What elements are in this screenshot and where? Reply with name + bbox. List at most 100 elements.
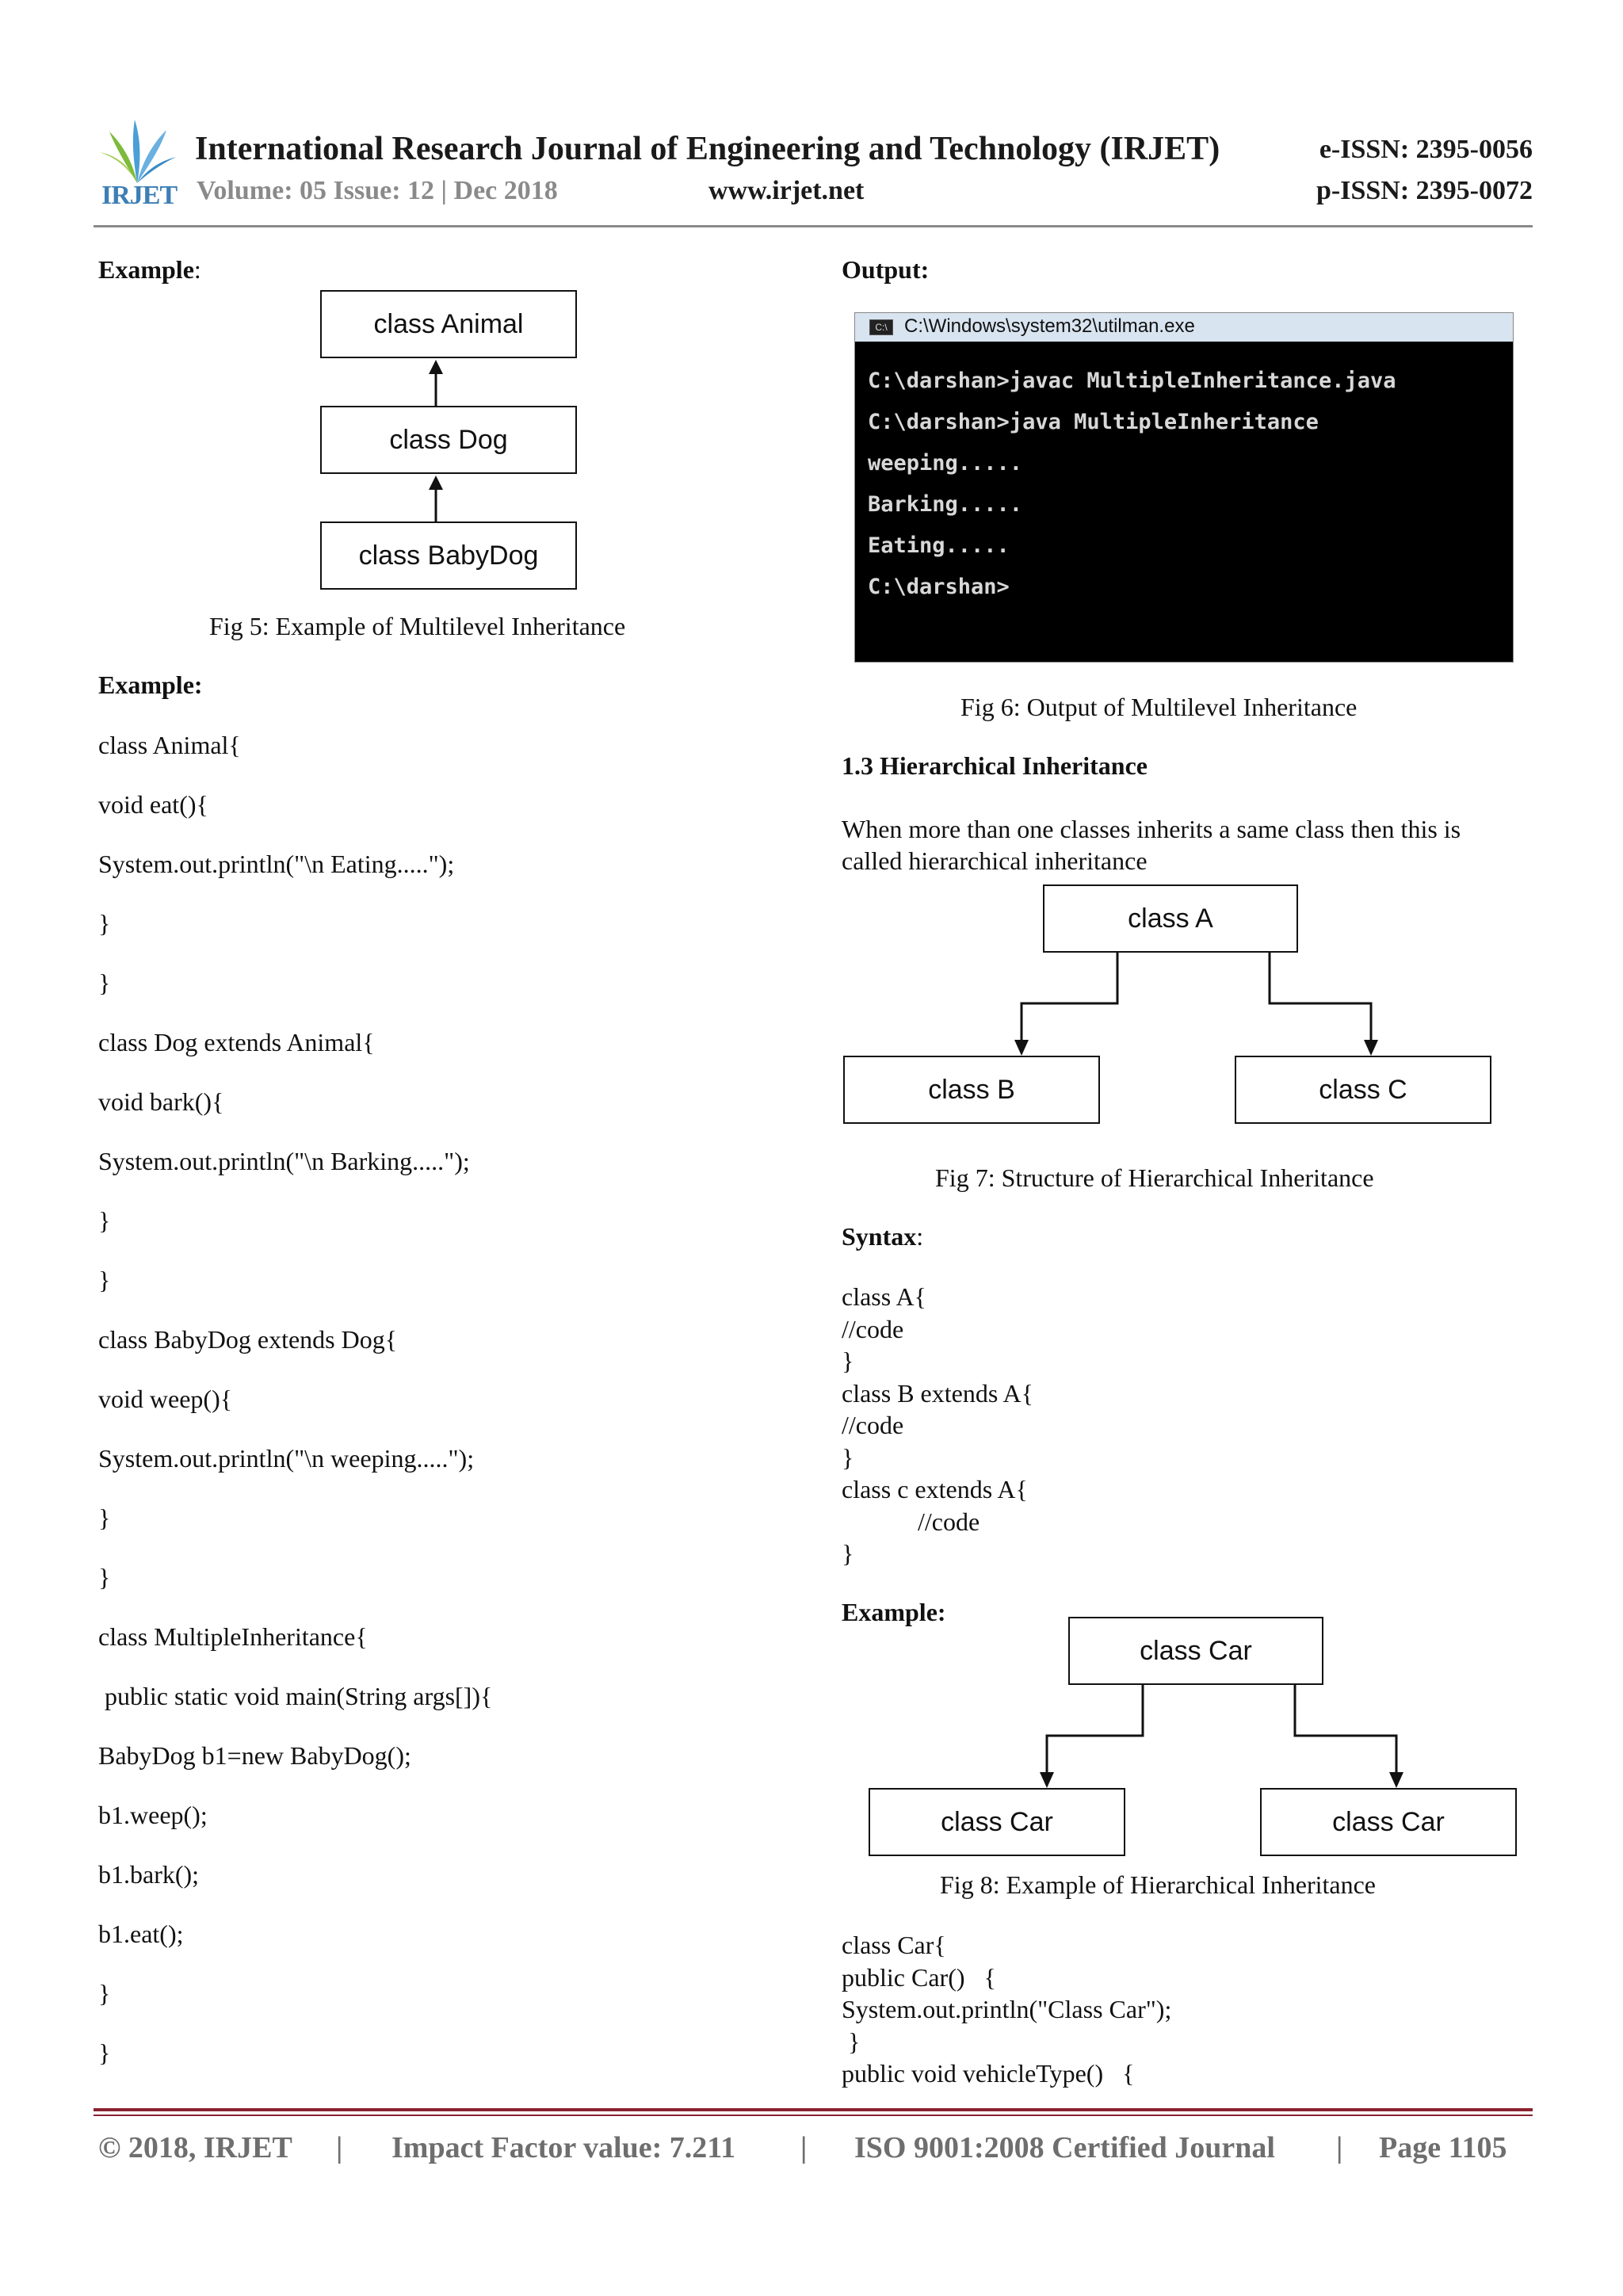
- code-line: }: [98, 1266, 111, 1294]
- output-label: Output:: [842, 255, 930, 284]
- code-line: b1.eat();: [98, 1920, 184, 1948]
- fig5-arrows: [429, 360, 443, 521]
- code-line: class MultipleInheritance{: [98, 1622, 368, 1651]
- fig5-arrowhead-2: [429, 476, 443, 490]
- terminal-title: C:\Windows\system32\utilman.exe: [904, 315, 1195, 337]
- footer-rule: [94, 2115, 1533, 2116]
- footer-separator: |: [800, 2131, 808, 2164]
- footer-impact-factor: Impact Factor value: 7.211: [391, 2131, 736, 2164]
- footer-page-number: Page 1105: [1379, 2131, 1507, 2164]
- logo-leaves-icon: [100, 120, 176, 183]
- syntax-label: Syntax:: [842, 1222, 924, 1251]
- code-line: System.out.println("\n Barking.....");: [98, 1147, 470, 1175]
- code-line: }: [842, 1442, 854, 1472]
- code-line: public static void main(String args[]){: [98, 1682, 493, 1710]
- example-label-2: Example:: [98, 670, 203, 699]
- code-line: class c extends A{: [842, 1475, 1028, 1503]
- fig7-connectors: [1014, 951, 1378, 1056]
- irjet-logo: IRJET: [94, 116, 181, 211]
- footer-separator: |: [1336, 2131, 1343, 2164]
- terminal-line: C:\darshan>: [868, 575, 1010, 599]
- terminal-window: C:\ C:\Windows\system32\utilman.exe C:\d…: [854, 312, 1514, 663]
- code-line: void weep(){: [98, 1385, 233, 1413]
- fig5-box-babydog: class BabyDog: [320, 521, 577, 590]
- code-line: public Car() {: [842, 1962, 996, 1992]
- paragraph-line: When more than one classes inherits a sa…: [842, 815, 1461, 843]
- footer-copyright: © 2018, IRJET: [98, 2131, 292, 2164]
- footer-rule: [94, 2108, 1533, 2111]
- volume-issue: Volume: 05 Issue: 12 | Dec 2018: [197, 176, 558, 205]
- fig8-connector-left: [1045, 1683, 1144, 1775]
- fig8-arrowhead-right: [1389, 1772, 1403, 1788]
- code-line: b1.bark();: [98, 1860, 200, 1889]
- header-divider: [94, 225, 1533, 227]
- code-line: b1.weep();: [98, 1801, 208, 1829]
- fig7-box-c: class C: [1235, 1056, 1491, 1124]
- terminal-line: weeping.....: [868, 451, 1023, 476]
- terminal-line: Barking.....: [868, 492, 1023, 517]
- section-heading: 1.3 Hierarchical Inheritance: [842, 751, 1148, 780]
- code-line: System.out.println("\n weeping.....");: [98, 1444, 475, 1473]
- fig8-box-left: class Car: [869, 1788, 1125, 1856]
- code-line: class A{: [842, 1282, 926, 1311]
- fig8-connector-right: [1293, 1683, 1398, 1775]
- code-line: System.out.println("\n Eating.....");: [98, 850, 455, 878]
- fig8-box-right: class Car: [1260, 1788, 1517, 1856]
- terminal-line: C:\darshan>javac MultipleInheritance.jav…: [868, 369, 1396, 393]
- logo-text: IRJET: [101, 181, 178, 210]
- code-line: class Animal{: [98, 731, 241, 759]
- code-line: }: [98, 1206, 111, 1235]
- fig5-arrowhead-1: [429, 360, 443, 374]
- code-line: }: [98, 1563, 111, 1591]
- fig5-box-animal: class Animal: [320, 290, 577, 358]
- page-header: IRJET International Research Journal of …: [94, 116, 1533, 227]
- example-label-3: Example:: [842, 1598, 946, 1626]
- journal-website: www.irjet.net: [708, 176, 865, 205]
- fig7-arrowhead-left: [1014, 1040, 1029, 1056]
- example-label-1: Example:: [98, 255, 201, 284]
- code-line: BabyDog b1=new BabyDog();: [98, 1741, 411, 1770]
- paragraph-line: called hierarchical inheritance: [842, 846, 1148, 875]
- code-line: public void vehicleType() {: [842, 2059, 1135, 2088]
- terminal-line: Eating.....: [868, 533, 1010, 558]
- fig7-box-b: class B: [843, 1056, 1100, 1124]
- code-line: //code: [842, 1507, 980, 1536]
- code-line: class BabyDog extends Dog{: [98, 1325, 398, 1354]
- code-line: }: [842, 2027, 861, 2056]
- code-line: }: [98, 2038, 111, 2067]
- code-line: }: [98, 968, 111, 997]
- code-line: }: [98, 909, 111, 938]
- fig5-box-dog: class Dog: [320, 406, 577, 474]
- fig8-connectors: [1040, 1683, 1403, 1788]
- code-line: }: [98, 1503, 111, 1532]
- fig7-connector-right: [1268, 951, 1373, 1043]
- code-line: void eat(){: [98, 790, 208, 819]
- journal-title: International Research Journal of Engine…: [195, 131, 1220, 167]
- fig7-box-a: class A: [1043, 884, 1298, 953]
- code-line: System.out.println("Class Car");: [842, 1995, 1172, 2023]
- fig7-caption: Fig 7: Structure of Hierarchical Inherit…: [935, 1163, 1374, 1192]
- e-issn: e-ISSN: 2395-0056: [1319, 135, 1533, 164]
- code-line: class Dog extends Animal{: [98, 1028, 375, 1056]
- code-line: }: [842, 1347, 854, 1375]
- fig8-caption: Fig 8: Example of Hierarchical Inheritan…: [940, 1870, 1376, 1899]
- code-line: class B extends A{: [842, 1378, 1033, 1408]
- code-line: class Car{: [842, 1931, 946, 1959]
- code-line: void bark(){: [98, 1087, 224, 1116]
- fig6-caption: Fig 6: Output of Multilevel Inheritance: [960, 693, 1358, 721]
- p-issn: p-ISSN: 2395-0072: [1316, 176, 1533, 205]
- code-line: }: [98, 1979, 111, 2008]
- fig5-caption: Fig 5: Example of Multilevel Inheritance: [209, 612, 626, 640]
- terminal-titlebar: C:\ C:\Windows\system32\utilman.exe: [855, 313, 1513, 342]
- terminal-line: C:\darshan>java MultipleInheritance: [868, 410, 1319, 434]
- fig8-arrowhead-left: [1040, 1772, 1054, 1788]
- code-line: }: [842, 1539, 854, 1568]
- fig7-connector-left: [1020, 951, 1119, 1043]
- footer-separator: |: [336, 2131, 343, 2164]
- fig7-arrowhead-right: [1364, 1040, 1378, 1056]
- fig8-box-top: class Car: [1068, 1617, 1323, 1685]
- code-line: //code: [842, 1314, 904, 1343]
- code-line: //code: [842, 1411, 904, 1439]
- footer-iso: ISO 9001:2008 Certified Journal: [854, 2131, 1275, 2164]
- console-icon: C:\: [869, 319, 893, 335]
